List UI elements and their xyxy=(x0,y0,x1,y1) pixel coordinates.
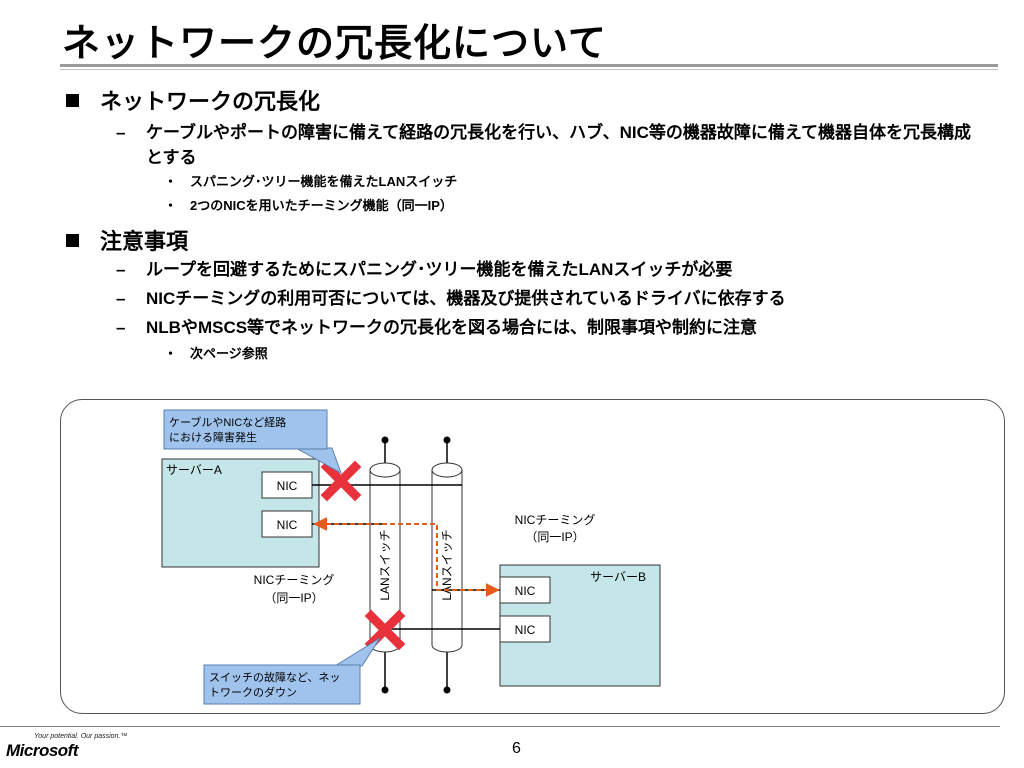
switch-1-label: LANスイッチ xyxy=(378,529,392,600)
footer-divider xyxy=(0,726,1000,727)
square-bullet-icon xyxy=(66,234,79,247)
teaming-label-right-ip: （同一IP） xyxy=(525,530,584,544)
server-a-nic-2 xyxy=(261,510,313,538)
bullet-item: –NLBやMSCS等でネットワークの冗長化を図る場合には、制限事項や制約に注意 xyxy=(116,318,758,337)
nic-label: NIC xyxy=(277,479,298,493)
bullet-item: –ループを回避するためにスパニング･ツリー機能を備えたLANスイッチが必要 xyxy=(116,260,733,279)
teaming-label-left-ip: （同一IP） xyxy=(264,591,323,605)
sub-bullet-item: ・次ページ参照 xyxy=(164,346,268,361)
microsoft-logo: Microsoft xyxy=(6,741,79,760)
server-a-label: サーバーA xyxy=(166,463,222,477)
footer-slogan: Your potential. Our passion.™ xyxy=(34,733,128,740)
svg-text:トワークのダウン: トワークのダウン xyxy=(209,685,297,699)
callout-top: ケーブルやNICなど経路 における障害発生 xyxy=(163,409,342,475)
callout-bottom: スイッチの故障など、ネッ トワークのダウン xyxy=(203,637,381,705)
line-terminal xyxy=(381,436,389,444)
failure-x-icon xyxy=(364,609,406,651)
svg-text:ケーブルやNICなど経路: ケーブルやNICなど経路 xyxy=(169,415,286,429)
nic-label: NIC xyxy=(515,584,536,598)
server-b-label: サーバーB xyxy=(590,570,646,584)
svg-text:スイッチの故障など、ネッ: スイッチの故障など、ネッ xyxy=(209,670,340,684)
slide-title: ネットワークの冗長化について xyxy=(62,23,607,65)
server-b-nic-1 xyxy=(499,576,551,604)
page-number: 6 xyxy=(512,740,521,757)
sub-bullet-item: ・スパニング･ツリー機能を備えたLANスイッチ xyxy=(164,174,458,189)
nic-label: NIC xyxy=(277,518,298,532)
svg-text:における障害発生: における障害発生 xyxy=(169,430,257,444)
line-terminal xyxy=(443,436,451,444)
title-divider xyxy=(60,64,998,67)
section-heading: ネットワークの冗長化 xyxy=(66,84,320,116)
failure-x-icon xyxy=(320,460,362,502)
server-b-nic-2 xyxy=(499,615,551,643)
server-a-nic-1 xyxy=(261,471,313,499)
nic-label: NIC xyxy=(515,623,536,637)
line-terminal xyxy=(381,686,389,694)
line-terminal xyxy=(443,686,451,694)
bullet-item: –NICチーミングの利用可否については、機器及び提供されているドライバに依存する xyxy=(116,289,786,308)
teaming-label-left: NICチーミング xyxy=(254,573,335,587)
failover-path xyxy=(313,517,500,597)
title-divider-thin xyxy=(60,69,998,70)
bullet-item: –ケーブルやポートの障害に備えて経路の冗長化を行い、ハブ、NIC等の機器故障に備… xyxy=(116,123,972,167)
sub-bullet-item: ・2つのNICを用いたチーミング機能（同一IP） xyxy=(164,198,453,213)
section-heading: 注意事項 xyxy=(66,224,188,256)
square-bullet-icon xyxy=(66,94,79,107)
teaming-label-right: NICチーミング xyxy=(515,513,596,527)
network-diagram-frame xyxy=(60,399,1005,714)
